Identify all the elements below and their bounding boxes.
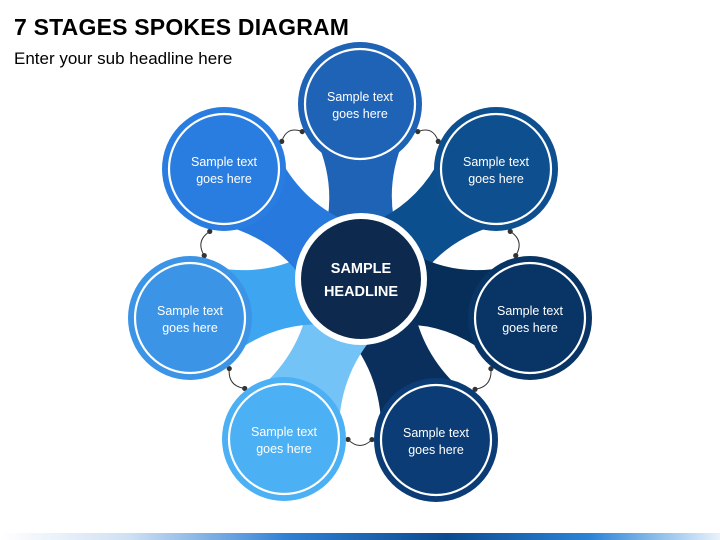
stage-text-line1: Sample text — [251, 425, 318, 439]
connector-dot — [507, 228, 513, 234]
connector-line — [281, 129, 303, 142]
page-subtitle: Enter your sub headline here — [14, 49, 233, 68]
center-headline-line2: HEADLINE — [324, 284, 398, 300]
connector-dot — [242, 385, 248, 392]
stage-text-line2: goes here — [256, 442, 312, 456]
stage-text-line1: Sample text — [157, 304, 224, 318]
stage-node-4: Sample text goes here — [374, 378, 498, 502]
stage-circle-inner — [439, 112, 553, 226]
stage-text-line1: Sample text — [403, 426, 470, 440]
connector-dot — [299, 128, 305, 135]
stage-node-7: Sample text goes here — [162, 107, 286, 231]
stage-node-3: Sample text goes here — [468, 256, 592, 380]
connector-dot — [488, 366, 494, 372]
stage-text-line2: goes here — [408, 443, 464, 457]
stage-circle-inner — [133, 261, 247, 375]
stage-text-line1: Sample text — [497, 304, 564, 318]
connector-dot — [415, 128, 421, 135]
stage-text-line2: goes here — [162, 321, 218, 335]
connector-line — [347, 439, 373, 446]
stage-circle-inner — [227, 382, 341, 496]
center-headline-line1: SAMPLE — [331, 261, 392, 277]
connector-line — [228, 368, 245, 389]
connector-dot — [279, 138, 285, 145]
stage-node-2: Sample text goes here — [434, 107, 558, 231]
stage-text-line1: Sample text — [463, 155, 530, 169]
stage-circle-inner — [379, 383, 493, 497]
connector-line — [200, 230, 211, 256]
connector-line — [509, 230, 520, 256]
stage-text-line2: goes here — [468, 172, 524, 186]
spoke-1 — [316, 138, 405, 240]
connector-dot — [435, 138, 441, 145]
center-circle — [301, 219, 421, 339]
connector-dot — [345, 436, 351, 443]
stage-circle-inner — [473, 261, 587, 375]
stage-text-line1: Sample text — [191, 155, 258, 169]
stage-circle-inner — [303, 47, 417, 161]
connector-dot — [226, 365, 232, 372]
center-node: SAMPLE HEADLINE — [295, 213, 427, 345]
stage-node-6: Sample text goes here — [128, 256, 252, 380]
stage-text-line2: goes here — [332, 107, 388, 121]
stage-text-line2: goes here — [502, 321, 558, 335]
connector-dot — [513, 253, 519, 259]
connector-dot — [201, 253, 207, 259]
connector-dot — [369, 436, 375, 443]
stage-text-line1: Sample text — [327, 90, 394, 104]
stage-circle-inner — [167, 112, 281, 226]
connector-line — [417, 129, 439, 142]
connector-dot — [207, 228, 213, 234]
connector-line — [474, 368, 492, 390]
stage-text-line2: goes here — [196, 172, 252, 186]
page-title: 7 STAGES SPOKES DIAGRAM — [14, 14, 350, 40]
connector-dot — [472, 386, 478, 392]
stage-node-1: Sample text goes here — [298, 42, 422, 166]
footer-gradient-bar — [0, 533, 720, 540]
connector-lines — [200, 128, 520, 446]
stage-node-5: Sample text goes here — [222, 377, 346, 501]
